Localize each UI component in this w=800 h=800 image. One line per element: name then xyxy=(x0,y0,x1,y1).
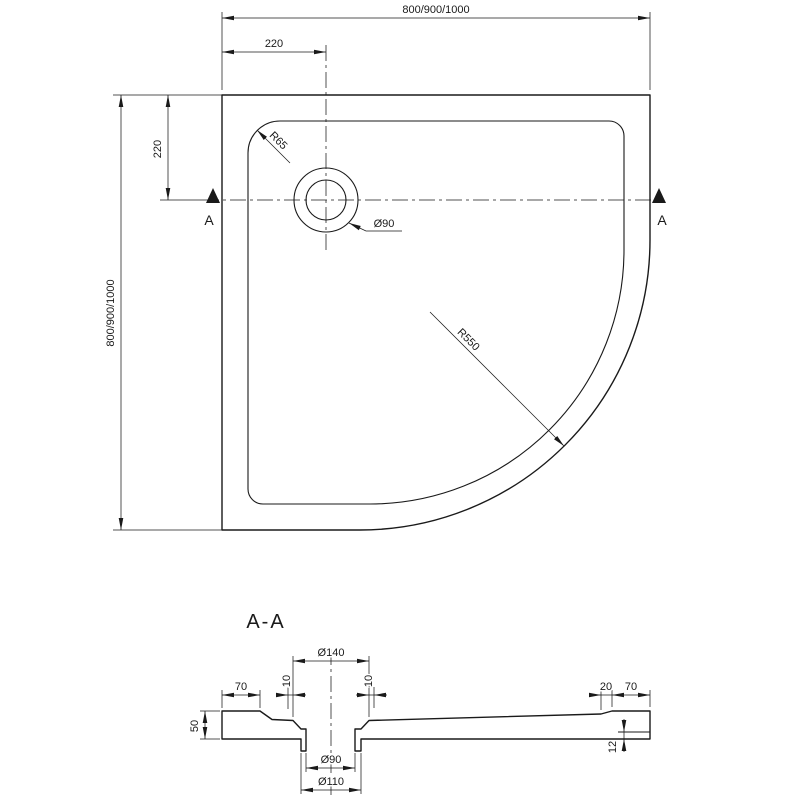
dim-drain-offset-y: 220 xyxy=(152,140,164,158)
dim-rim-right: 70 xyxy=(625,681,637,693)
section-extension-lines xyxy=(200,656,651,794)
profile-left-part xyxy=(221,710,307,752)
dim-overall-height: 800/900/1000 xyxy=(105,279,117,346)
dim-overall-width: 800/900/1000 xyxy=(402,4,469,16)
dim-step-right: 20 xyxy=(600,681,612,693)
section-marker-right: A xyxy=(657,212,667,228)
dim-edge-thickness: 12 xyxy=(607,741,619,753)
dim-offset-left: 10 xyxy=(281,675,293,687)
section-title: A-A xyxy=(246,611,285,633)
dim-rim-left: 70 xyxy=(235,681,247,693)
tray-outer-outline xyxy=(221,94,651,531)
section-marker-left: A xyxy=(204,212,214,228)
dim-hole-diameter: Ø90 xyxy=(321,754,342,766)
tray-inner-outline xyxy=(247,120,625,505)
label-drain-diameter: Ø90 xyxy=(374,218,395,230)
dim-height-left: 50 xyxy=(189,720,201,732)
section-arrow-left xyxy=(206,188,220,203)
section-dimension-lines xyxy=(202,658,650,793)
label-corner-radius: R65 xyxy=(267,129,290,152)
label-front-radius: R550 xyxy=(455,326,482,353)
top-view: 800/900/1000 220 800/900/1000 220 R65 R5… xyxy=(104,3,667,531)
profile-right-part xyxy=(354,710,651,752)
dim-flange-diameter: Ø110 xyxy=(318,776,344,788)
dim-offset-right: 10 xyxy=(363,675,375,687)
section-arrow-right xyxy=(652,188,666,203)
top-view-extension-lines xyxy=(113,12,651,531)
section-view: A-A xyxy=(188,611,651,795)
dim-recess-diameter: Ø140 xyxy=(318,647,345,659)
dim-drain-offset-x: 220 xyxy=(265,38,283,50)
top-view-dimension-lines xyxy=(118,15,650,530)
